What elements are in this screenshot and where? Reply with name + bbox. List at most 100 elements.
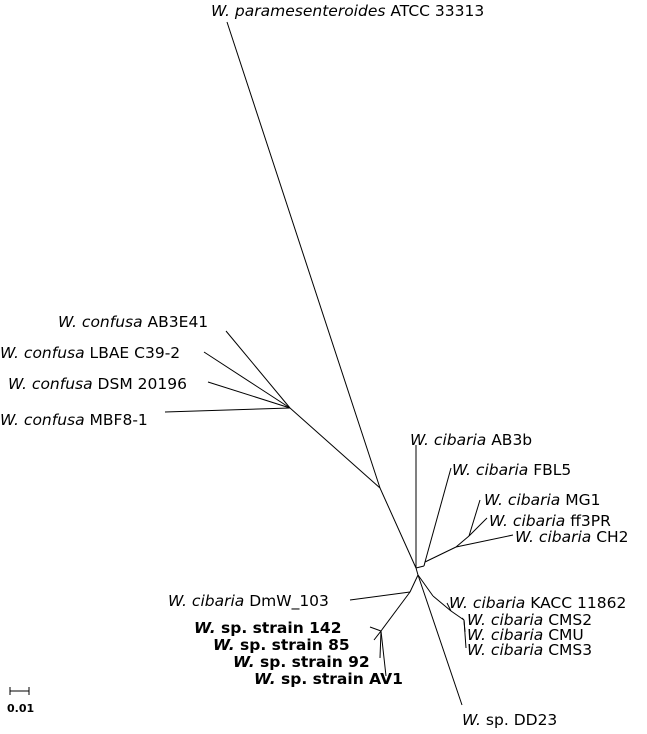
leaf-label-cibaria-fbl5: W. cibaria FBL5: [452, 461, 571, 479]
genus-name: W.: [515, 528, 534, 546]
leaf-label-sp-92: W. sp. strain 92: [233, 653, 370, 671]
species-name: cibaria: [503, 491, 560, 509]
branch-n9-sp-av1: [380, 630, 387, 677]
scale-bar-label: 0.01: [7, 702, 34, 715]
strain-name: sp. strain AV1: [276, 670, 403, 688]
branch-n9-sp-92: [379, 630, 382, 659]
genus-name: W.: [484, 491, 503, 509]
branch-hub-sp-dd23: [417, 574, 463, 706]
species-name: confusa: [19, 344, 85, 362]
branch-n5-confusa-lbae: [203, 351, 291, 409]
species-name: cibaria: [471, 461, 528, 479]
leaf-label-cibaria-ff3pr: W. cibaria ff3PR: [489, 512, 611, 530]
strain-name: CMS3: [543, 641, 592, 659]
branch-n6-n7: [455, 535, 470, 548]
strain-name: AB3b: [486, 431, 532, 449]
branch-n3-n6: [424, 546, 457, 563]
species-name: cibaria: [187, 592, 244, 610]
leaf-label-cibaria-ab3b: W. cibaria AB3b: [410, 431, 532, 449]
genus-name: W.: [213, 636, 235, 654]
genus-name: W.: [8, 375, 27, 393]
strain-name: DmW_103: [244, 592, 329, 611]
branch-hub-n10: [417, 574, 434, 597]
branch-n12-cibaria-cms3: [463, 619, 467, 649]
branch-n6-cibaria-ch2: [455, 534, 514, 548]
strain-name: sp. strain 92: [255, 653, 370, 671]
leaf-label-confusa-ab3e41: W. confusa AB3E41: [58, 313, 208, 331]
leaf-label-sp-85: W. sp. strain 85: [213, 636, 350, 654]
branch-n7-cibaria-ff3pr: [468, 517, 488, 537]
branch-hub-n8: [409, 574, 419, 593]
branch-n8-cibaria-dmw: [349, 591, 411, 601]
strain-name: sp. strain 85: [235, 636, 350, 654]
species-name: cibaria: [486, 611, 543, 629]
leaf-label-paramesenteroides: W. paramesenteroides ATCC 33313: [211, 2, 484, 20]
leaf-label-cibaria-dmw: W. cibaria DmW_103: [168, 592, 329, 611]
branch-n4-paramesenteroides: [226, 21, 381, 489]
leaf-label-cibaria-cmu: W. cibaria CMU: [467, 626, 584, 644]
species-name: cibaria: [486, 641, 543, 659]
genus-name: W.: [489, 512, 508, 530]
species-name: cibaria: [486, 626, 543, 644]
genus-name: W.: [0, 344, 19, 362]
leaf-label-confusa-lbae: W. confusa LBAE C39-2: [0, 344, 180, 362]
genus-name: W.: [58, 313, 77, 331]
genus-name: W.: [449, 594, 468, 612]
leaf-label-confusa-mbf8: W. confusa MBF8-1: [0, 411, 148, 429]
leaf-label-sp-142: W. sp. strain 142: [194, 619, 341, 637]
strain-name: ATCC 33313: [385, 2, 484, 20]
species-name: confusa: [77, 313, 143, 331]
branch-n10-n11: [432, 595, 452, 612]
branch-n7-cibaria-mg1: [468, 499, 481, 537]
genus-name: W.: [467, 641, 486, 659]
strain-name: ff3PR: [565, 512, 611, 530]
leaf-label-cibaria-cms3: W. cibaria CMS3: [467, 641, 592, 659]
genus-name: W.: [467, 626, 486, 644]
species-name: cibaria: [429, 431, 486, 449]
strain-name: MG1: [560, 491, 600, 509]
genus-name: W.: [410, 431, 429, 449]
branch-n9-sp-142: [369, 626, 382, 632]
scale-bar: 0.01: [7, 687, 34, 715]
strain-name: KACC 11862: [525, 594, 626, 612]
species-name: paramesenteroides: [230, 2, 385, 20]
genus-name: W.: [233, 653, 255, 671]
branch-n5-confusa-ab3e41: [225, 330, 291, 409]
genus-name: W.: [254, 670, 276, 688]
leaf-label-sp-av1: W. sp. strain AV1: [254, 670, 403, 688]
genus-name: W.: [168, 592, 187, 610]
branch-n1-n4: [379, 487, 417, 569]
leaf-label-cibaria-ch2: W. cibaria CH2: [515, 528, 629, 546]
species-name: cibaria: [468, 594, 525, 612]
species-name: cibaria: [508, 512, 565, 530]
strain-name: AB3E41: [143, 313, 209, 331]
branch-n9-sp-85: [373, 630, 382, 641]
strain-name: FBL5: [528, 461, 571, 479]
strain-name: sp. strain 142: [216, 619, 342, 637]
branch-n5-confusa-dsm: [207, 381, 291, 409]
species-name: confusa: [19, 411, 85, 429]
branch-n2-n3: [423, 561, 426, 567]
branch-n11-cibaria-kacc: [446, 602, 452, 612]
branch-n3-cibaria-fbl5: [424, 467, 452, 563]
strain-name: DSM 20196: [93, 375, 187, 393]
strain-name: MBF8-1: [85, 411, 148, 429]
genus-name: W.: [467, 611, 486, 629]
species-name: confusa: [27, 375, 93, 393]
leaf-label-confusa-dsm: W. confusa DSM 20196: [8, 375, 187, 393]
tree-branches: [164, 21, 514, 706]
branch-n1-n2: [415, 565, 425, 569]
branch-n12-cibaria-cms2: [461, 617, 465, 621]
strain-name: CMU: [543, 626, 583, 644]
branch-n5-confusa-mbf8: [164, 407, 291, 413]
leaf-label-cibaria-mg1: W. cibaria MG1: [484, 491, 600, 509]
strain-name: LBAE C39-2: [85, 344, 181, 362]
species-name: cibaria: [534, 528, 591, 546]
strain-name: CH2: [591, 528, 628, 546]
genus-name: W.: [211, 2, 230, 20]
genus-name: W.: [194, 619, 216, 637]
leaf-label-cibaria-kacc: W. cibaria KACC 11862: [449, 594, 626, 612]
genus-name: W.: [0, 411, 19, 429]
